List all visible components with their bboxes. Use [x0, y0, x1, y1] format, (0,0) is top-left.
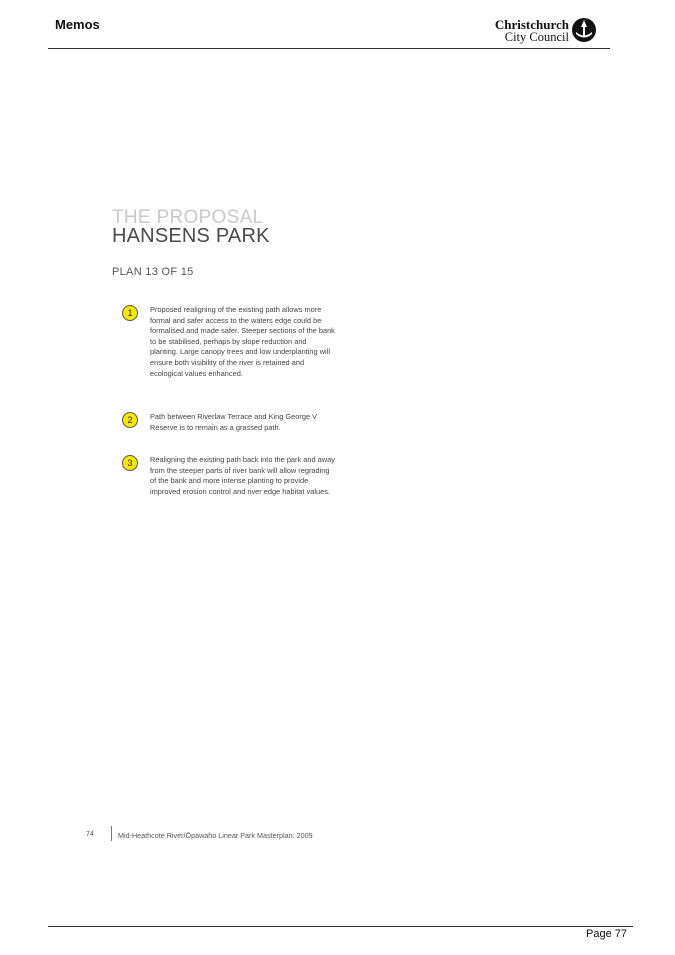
cathedral-icon	[572, 18, 596, 42]
document-caption: Mid-Heathcote River/Ōpawaho Linear Park …	[118, 831, 313, 840]
note-number-badge: 2	[122, 412, 138, 428]
header-title: Memos	[55, 17, 100, 32]
note-text: Path between Riverlaw Terrace and King G…	[150, 412, 318, 432]
header-rule	[48, 48, 610, 49]
page-number: Page 77	[586, 928, 627, 940]
caption-divider	[111, 826, 112, 841]
council-logo: Christchurch City Council	[493, 15, 597, 45]
inner-page-number: 74	[86, 831, 94, 838]
note-number-badge: 3	[122, 455, 138, 471]
plan-subtitle: PLAN 13 OF 15	[112, 266, 194, 278]
logo-line1: Christchurch	[494, 17, 569, 32]
note-text: Proposed realigning of the existing path…	[150, 305, 335, 378]
footer-rule	[48, 926, 633, 927]
logo-line2: City Council	[504, 30, 569, 44]
note-text: Realigning the existing path back into t…	[150, 455, 335, 496]
note-number-badge: 1	[122, 305, 138, 321]
page-title: HANSENS PARK	[112, 225, 270, 247]
section-overline: THE PROPOSAL	[112, 207, 264, 228]
